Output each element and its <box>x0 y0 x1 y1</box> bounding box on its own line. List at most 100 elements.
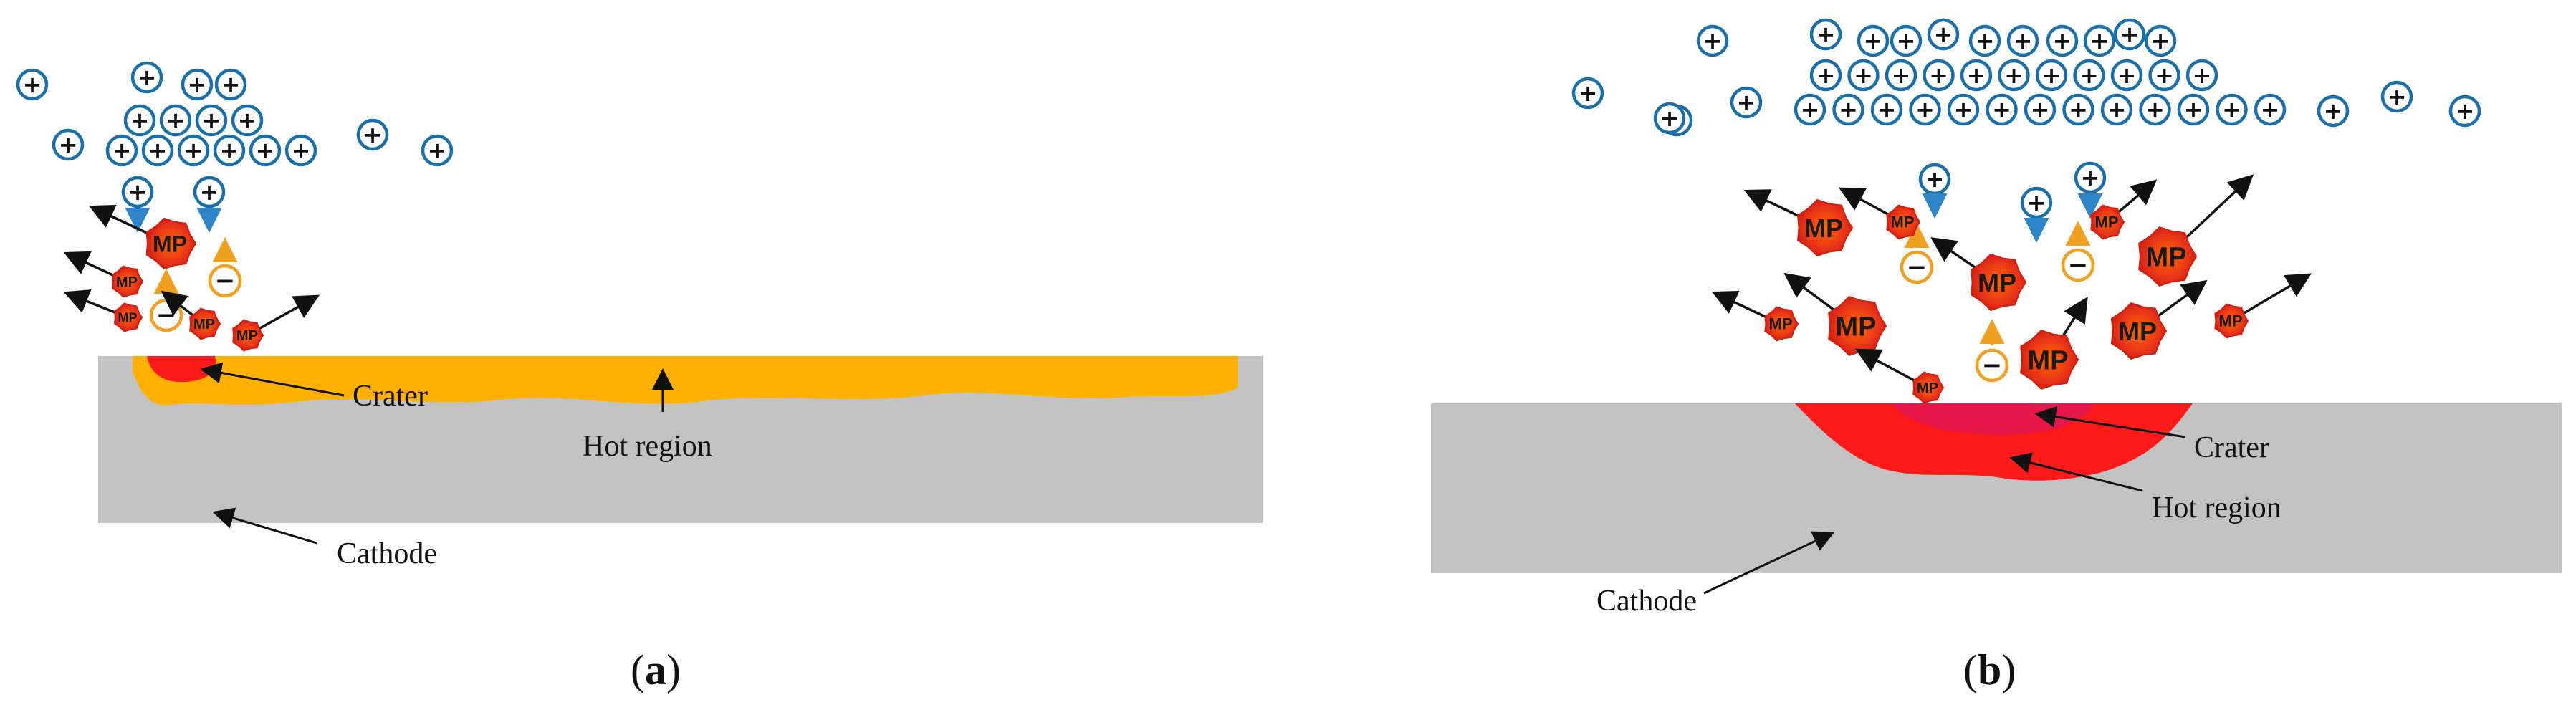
positive-ion-sign: + <box>1992 96 2011 123</box>
positive-ion-sign: + <box>1737 89 1756 116</box>
positive-ion-sign: + <box>1954 96 1973 123</box>
positive-ion-sign: + <box>1816 21 1836 48</box>
positive-ion-sign: + <box>1579 80 1598 107</box>
macroparticle-label: MP <box>193 317 215 332</box>
panel-a: Crater Hot region Cathode ++++++++++++++… <box>16 61 1263 694</box>
positive-ion-icon: + <box>2110 59 2143 92</box>
electron-sign: − <box>1907 253 1928 282</box>
macroparticle-label: MP <box>1891 214 1915 231</box>
positive-ion-icon: + <box>1923 59 1955 92</box>
positive-ion-sign: + <box>2145 96 2165 123</box>
positive-ion-icon: + <box>181 68 214 101</box>
positive-ion-sign: + <box>1976 27 1995 54</box>
positive-ion-sign: + <box>2324 97 2343 125</box>
positive-ion-sign: + <box>1934 21 1953 48</box>
positive-ion-icon: + <box>1847 59 1880 92</box>
macroparticle-label: MP <box>2118 317 2157 346</box>
positive-ion-sign: + <box>2155 62 2174 89</box>
positive-ion-sign: + <box>2388 83 2407 110</box>
caption-a: (a) <box>631 646 681 694</box>
positive-ion-icon: + <box>2139 93 2171 126</box>
positive-ion-icon: + <box>130 61 163 94</box>
macroparticle-label: MP <box>1804 214 1843 243</box>
electron-sign: − <box>156 301 177 330</box>
positive-ion-sign: + <box>2107 96 2127 123</box>
positive-ion-sign: + <box>292 137 311 164</box>
positive-ion-icon: + <box>195 104 228 137</box>
positive-ion-icon: + <box>1960 59 1993 92</box>
positive-ion-icon: + <box>2024 93 2057 126</box>
macroparticle-icon: MP <box>1930 237 2027 312</box>
crater-arrow <box>200 362 345 397</box>
particle-flow-b: +++−−− <box>1900 161 2107 383</box>
positive-ion-icon: + <box>1653 102 1686 135</box>
positive-ion-sign: + <box>200 178 219 206</box>
positive-ion-sign: + <box>148 137 168 164</box>
macroparticle-label: MP <box>1917 380 1938 396</box>
positive-ion-icon: + <box>1890 24 1923 57</box>
positive-ion-sign: + <box>166 107 186 134</box>
positive-ion-icon: + <box>2216 93 2248 126</box>
positive-ion-sign: + <box>138 64 157 91</box>
hot-region-label: Hot region <box>2152 491 2281 524</box>
positive-ion-icon: + <box>2046 24 2079 57</box>
crater-arrow <box>2034 406 2186 438</box>
positive-ion-sign: + <box>363 121 383 148</box>
positive-ion-sign: + <box>1967 62 1986 89</box>
positive-ion-sign: + <box>2456 97 2475 125</box>
macroparticle-icon: MP <box>1854 348 1945 404</box>
cathode-label: Cathode <box>1596 585 1697 618</box>
macroparticle-icon: MP <box>161 290 221 340</box>
positive-ion-sign: + <box>1892 62 1911 89</box>
positive-ion-sign: + <box>220 137 239 164</box>
macroparticle-icon: MP <box>1743 189 1854 257</box>
positive-ion-icon: + <box>2380 80 2413 113</box>
electron-icon: − <box>1900 250 1934 284</box>
macroparticle-icon: MP <box>232 294 320 352</box>
positive-ion-sign: + <box>1929 62 1948 89</box>
positive-ion-sign: + <box>2151 27 2170 54</box>
hot-region-label: Hot region <box>583 430 712 463</box>
positive-ion-sign: + <box>1864 27 1883 54</box>
positive-ion-sign: + <box>112 137 132 164</box>
positive-ion-icon: + <box>1947 93 1980 126</box>
macroparticle-icon: MP <box>63 251 144 298</box>
positive-ion-sign: + <box>2222 96 2241 123</box>
positive-ion-icon: + <box>1832 93 1864 126</box>
positive-ion-sign: + <box>1915 96 1935 123</box>
electron-icon: − <box>2061 248 2095 282</box>
positive-ion-sign: + <box>256 137 275 164</box>
positive-ion-icon: + <box>16 68 49 101</box>
positive-ion-sign: + <box>2079 62 2099 89</box>
positive-ion-sign: + <box>2184 96 2203 123</box>
positive-ion-sign: + <box>23 71 42 98</box>
positive-ion-sign: + <box>238 107 257 134</box>
macroparticle-icon: MP <box>2090 179 2158 240</box>
positive-ion-icon: + <box>1968 24 2001 57</box>
positive-ion-sign: + <box>1877 96 1897 123</box>
positive-ion-icon: + <box>1909 93 1941 126</box>
positive-ion-icon: + <box>231 104 264 137</box>
positive-ion-sign: + <box>1925 165 1945 193</box>
macroparticle-icon: MP <box>88 204 197 270</box>
macroparticle-label: MP <box>2219 312 2243 330</box>
caption-b: (b) <box>1963 646 2016 694</box>
positive-ion-sign: + <box>2261 96 2280 123</box>
cathode-arrow <box>212 507 317 545</box>
hot-region-layer <box>133 356 1238 406</box>
positive-ion-icon: + <box>214 68 247 101</box>
macroparticle-icon: MP <box>1838 187 1921 240</box>
positive-ion-sign: + <box>1801 96 1820 123</box>
positive-ion-sign: + <box>2031 96 2050 123</box>
positive-ion-sign: + <box>1854 62 1873 89</box>
positive-ion-sign: + <box>2004 62 2024 89</box>
positive-ion-sign: + <box>1660 105 1680 132</box>
macroparticle-icon: MP <box>2138 174 2254 287</box>
positive-ion-icon: + <box>141 134 174 167</box>
positive-ion-icon: + <box>2020 186 2053 219</box>
positive-ion-sign: + <box>130 107 150 134</box>
caption-a-letter: a <box>645 646 666 694</box>
ion-cloud-b: ++++++++++++++++++++++++++++++++++++++++… <box>1571 18 2481 137</box>
macroparticle-icon: MP <box>1711 290 1799 342</box>
